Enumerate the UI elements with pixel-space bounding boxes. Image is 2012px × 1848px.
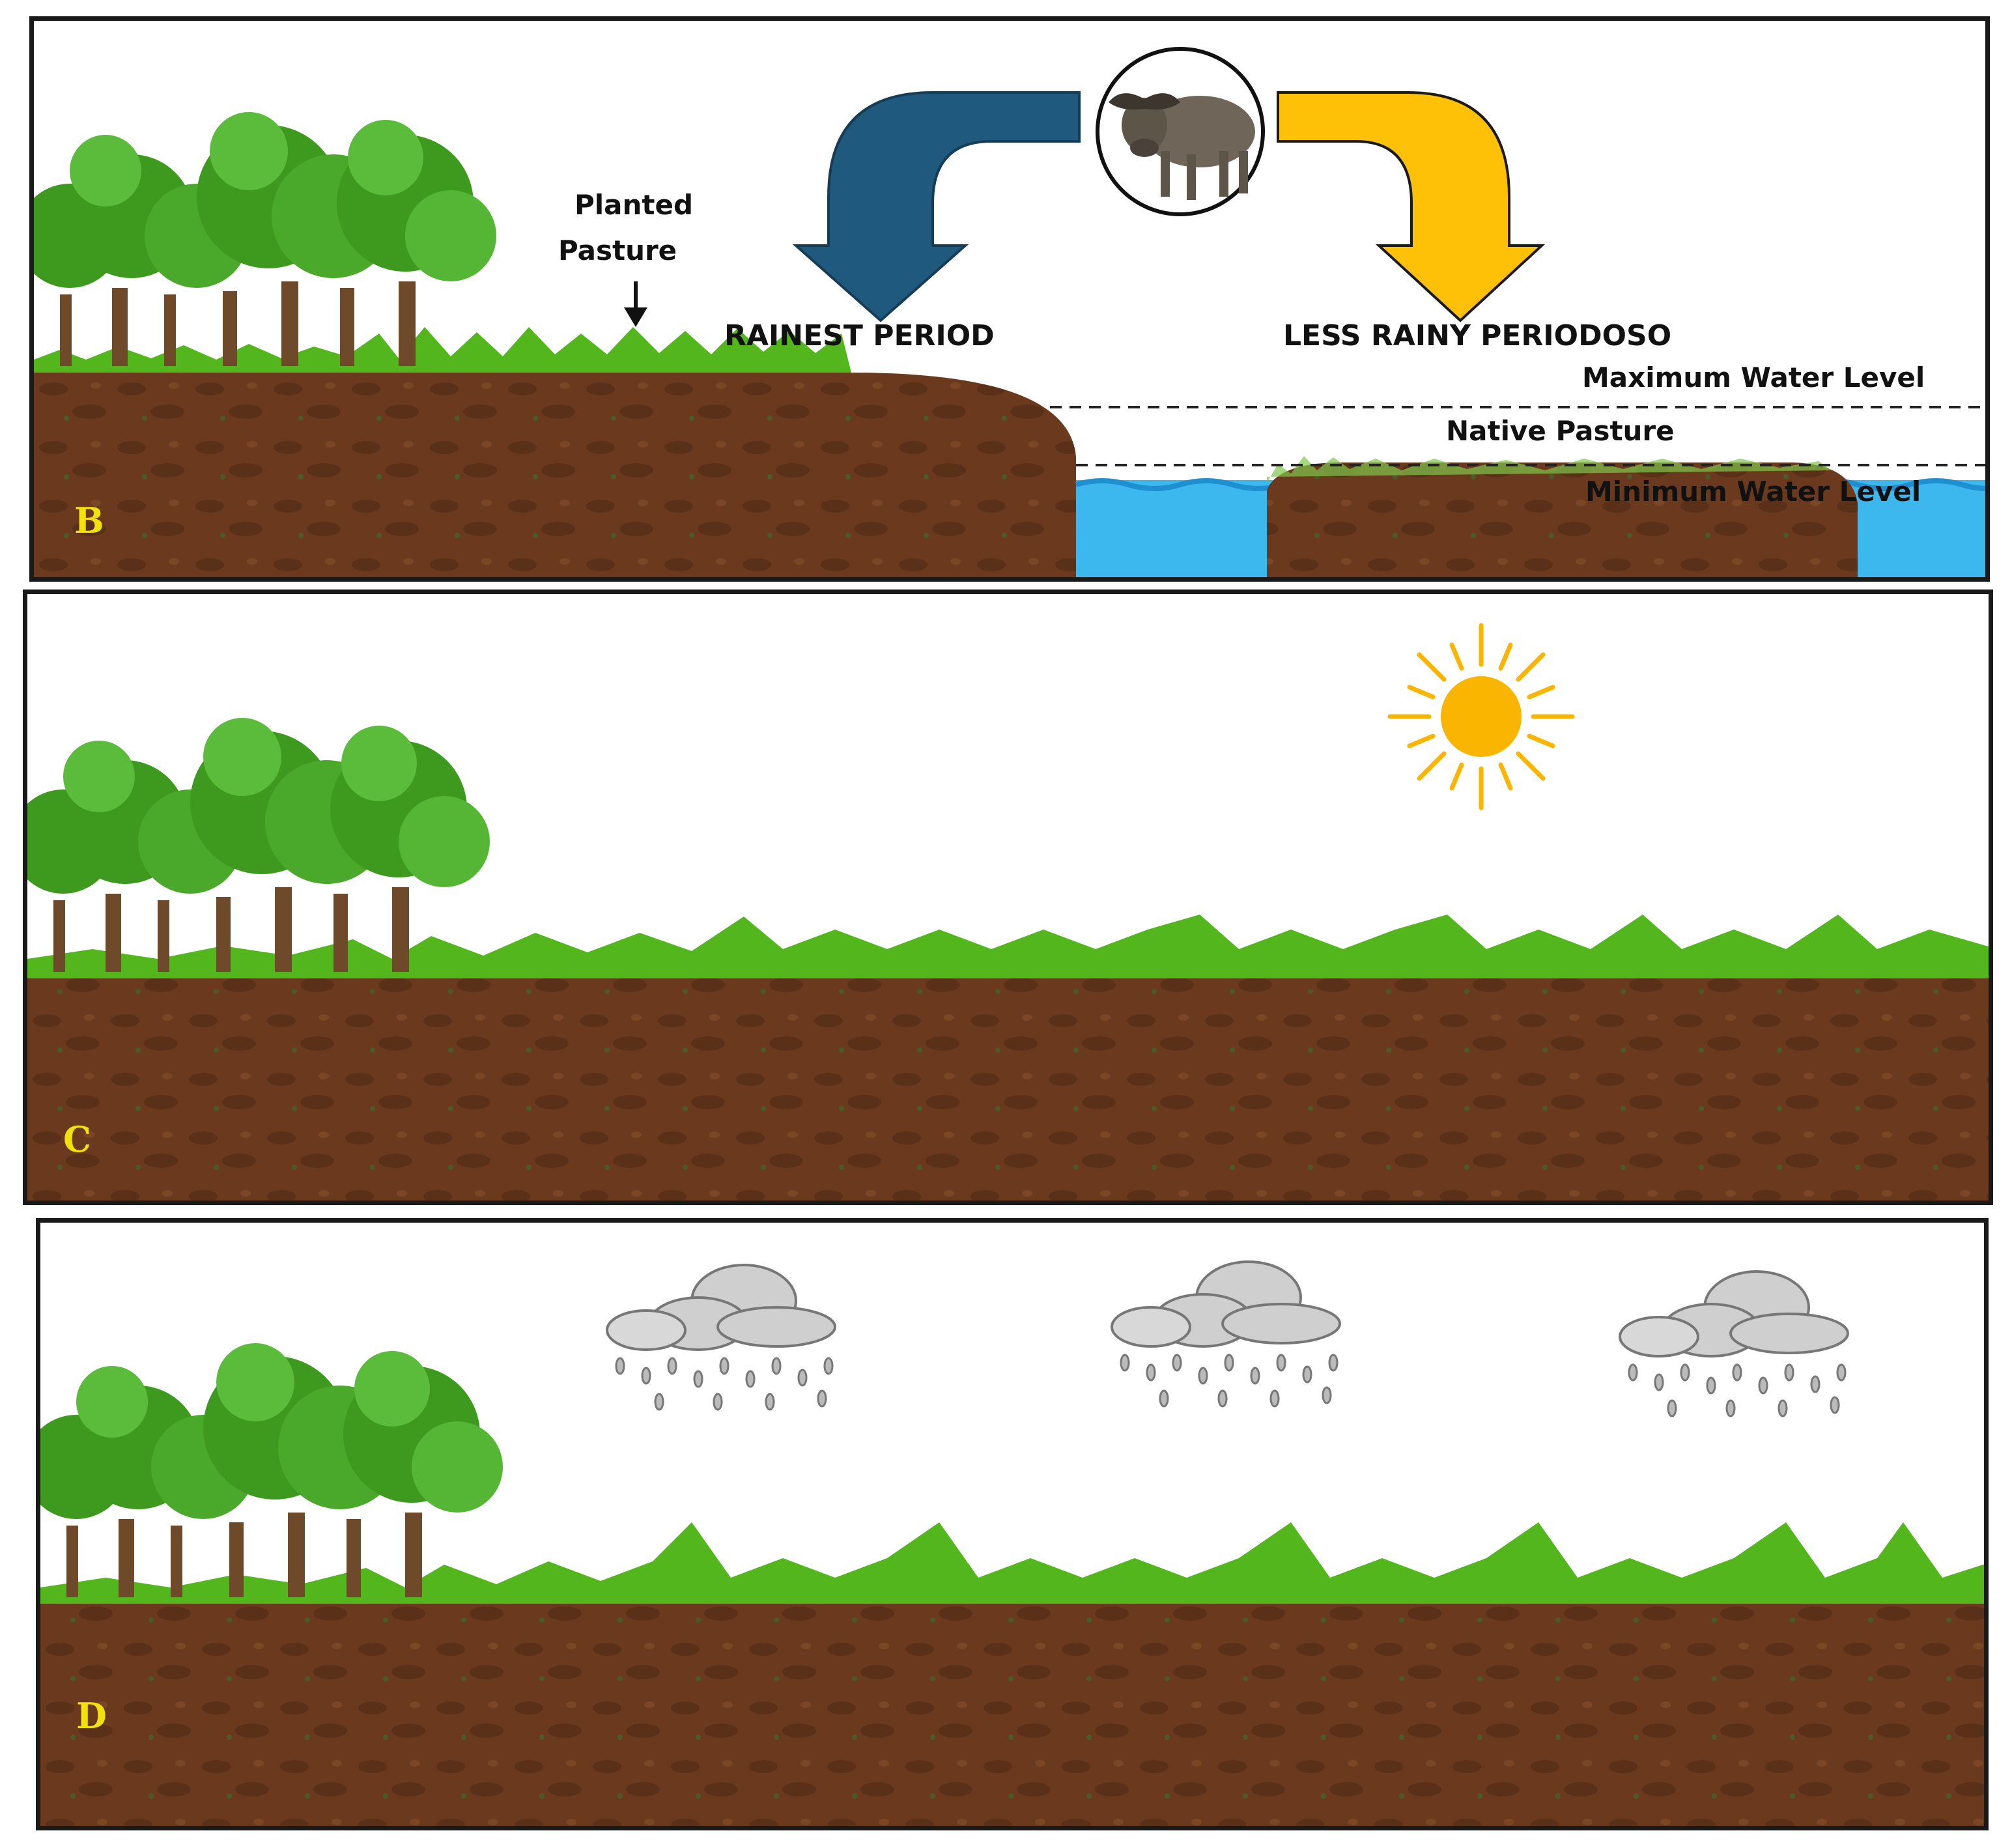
panel-c-scene (27, 623, 1989, 1201)
panel-d-scene (40, 1260, 1984, 1826)
rain-cloud-icon (1619, 1270, 1849, 1417)
tree-cluster (40, 1343, 503, 1597)
panel-letter-c: C (63, 1118, 91, 1160)
panel-letter-d: D (76, 1695, 107, 1737)
yellow-curved-arrow (1277, 91, 1546, 322)
rain-cloud-icon (606, 1264, 836, 1411)
tree-cluster (27, 718, 490, 972)
planted-pasture-label-line1: Planted (574, 189, 694, 221)
rain-cloud-icon (1111, 1260, 1341, 1408)
native-pasture-label: Native Pasture (1446, 415, 1675, 447)
less-rainy-period-label: LESS RAINY PERIODOSO (1283, 319, 1672, 352)
tree-cluster (34, 112, 496, 366)
soil (27, 977, 1989, 1201)
rainiest-period-label: RAINEST PERIOD (724, 319, 995, 352)
grass-strip (40, 1522, 1984, 1604)
planted-pasture-label-line2: Pasture (558, 235, 677, 266)
grass-strip (27, 915, 1989, 978)
panel-c: C (23, 590, 1993, 1205)
soil-island (1267, 462, 1858, 577)
soil-bank-left (34, 373, 1076, 577)
panel-letter-b: B (74, 500, 104, 541)
minimum-water-level-label: Minimum Water Level (1585, 476, 1921, 507)
panel-b-scene (34, 47, 1985, 577)
panel-d: D (36, 1218, 1989, 1830)
panel-b: Planted Pasture RAINEST PERIOD LESS RAIN… (29, 16, 1990, 582)
maximum-water-level-label: Maximum Water Level (1582, 362, 1925, 393)
soil (40, 1602, 1984, 1826)
sun-icon (1387, 623, 1575, 810)
down-arrow-icon (624, 307, 647, 327)
blue-curved-arrow (792, 91, 1081, 322)
buffalo-icon (1109, 93, 1255, 200)
